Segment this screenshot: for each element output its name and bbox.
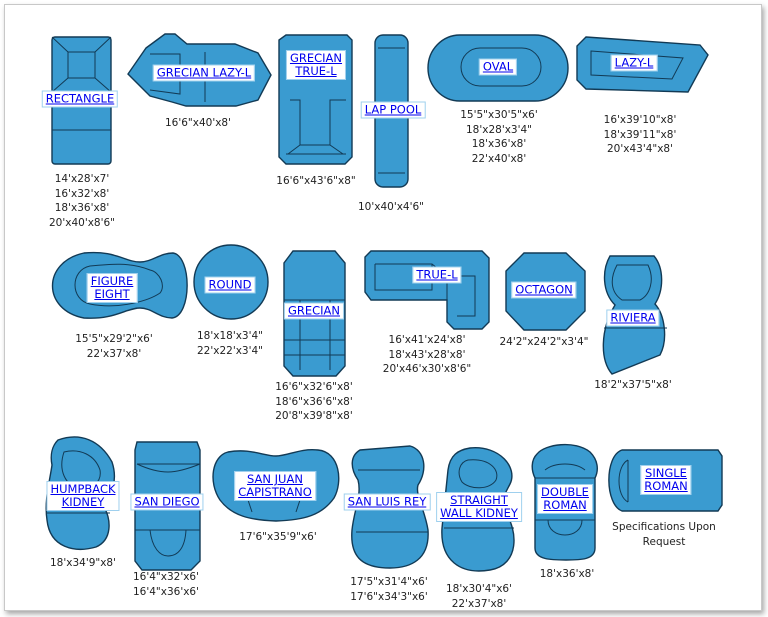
pool-specs-straight-wall-kidney: 18'x30'4"x6' 22'x37'x8' [446, 582, 512, 611]
spec-line: 24'2"x24'2"x3'4" [499, 336, 589, 348]
pool-label-riviera[interactable]: RIVIERA [606, 309, 660, 327]
spec-line: 20'x46'x30'x8'6" [382, 363, 472, 375]
pool-label-san-diego[interactable]: SAN DIEGO [130, 493, 204, 511]
pool-label-rectangle[interactable]: RECTANGLE [41, 90, 119, 108]
spec-line: 22'x37'x8' [86, 347, 142, 360]
spec-line: 17'6"x34'3"x6' [350, 590, 428, 603]
spec-line: 18'2"x37'5"x8' [594, 379, 672, 391]
spec-line: 15'5"x29'2"x6' [75, 333, 153, 345]
pool-specs-true-l: 16'x41'x24'x8' 18'x43'x28'x8' 20'x46'x30'x… [383, 333, 471, 377]
pool-specs-lap-pool: 10'x40'x4'6" [358, 200, 424, 215]
spec-line: 16'x41'x24'x8' [388, 334, 466, 346]
pool-label-san-juan-capistrano[interactable]: SAN JUAN CAPISTRANO [234, 471, 316, 501]
spec-line: 16'4"x36'x6' [133, 585, 199, 598]
spec-line: 18'x36'x8' [539, 568, 595, 580]
pool-label-true-l[interactable]: TRUE-L [412, 266, 462, 284]
pool-specs-san-luis-rey: 17'5"x31'4"x6' 17'6"x34'3"x6' [350, 575, 428, 604]
spec-line: 17'6"x35'9"x6' [239, 531, 317, 543]
spec-line: 18'x18'x3'4" [197, 330, 263, 342]
spec-line: 18'x30'4"x6' [446, 583, 512, 595]
pool-specs-double-roman: 18'x36'x8' [540, 567, 595, 582]
pool-specs-humpback-kidney: 18'x34'9"x8' [50, 556, 116, 571]
pool-specs-round: 18'x18'x3'4" 22'x22'x3'4" [197, 329, 263, 358]
pool-specs-oval: 15'5"x30'5"x6' 18'x28'x3'4" 18'x36'x8' 22'x… [460, 108, 538, 166]
pool-label-double-roman[interactable]: DOUBLE ROMAN [537, 484, 593, 514]
spec-line: 18'x28'x3'4" [465, 123, 532, 136]
spec-line: 10'x40'x4'6" [358, 201, 424, 213]
spec-line: 18'x39'11"x8' [603, 128, 677, 141]
spec-line: 16'6"x32'6"x8' [275, 381, 353, 393]
pool-specs-san-diego: 16'4"x32'x6' 16'4"x36'x6' [133, 570, 199, 599]
pool-specs-lazy-l: 16'x39'10"x8' 18'x39'11"x8' 20'x43'4"x8' [604, 113, 677, 157]
pool-label-lazy-l[interactable]: LAZY-L [610, 54, 658, 72]
spec-line: 18'x36'x8' [54, 202, 110, 214]
spec-line: 20'x40'x8'6" [49, 216, 115, 229]
pool-label-grecian-true-l[interactable]: GRECIAN TRUE-L [285, 50, 347, 80]
pool-specs-grecian: 16'6"x32'6"x8' 18'6"x36'6"x8' 20'8"x39'8"x… [275, 380, 353, 424]
pool-label-lap-pool[interactable]: LAP POOL [360, 101, 426, 119]
spec-line: 18'x43'x28'x8' [388, 348, 466, 361]
spec-line: 16'4"x32'x6' [133, 571, 199, 583]
pool-specs-rectangle: 14'x28'x7' 16'x32'x8' 18'x36'x8' 20'x40'x8'… [49, 172, 115, 230]
spec-line: 22'x40'x8' [471, 152, 527, 165]
pool-label-single-roman[interactable]: SINGLE ROMAN [640, 465, 692, 495]
spec-line: Specifications Upon [612, 521, 716, 533]
spec-line: Request [642, 535, 686, 548]
pool-specs-san-juan-capistrano: 17'6"x35'9"x6' [239, 530, 317, 545]
pool-specs-grecian-lazy-l: 16'6"x40'x8' [165, 116, 231, 131]
pool-specs-figure-eight: 15'5"x29'2"x6' 22'x37'x8' [75, 332, 153, 361]
spec-line: 20'x43'4"x8' [607, 143, 673, 155]
pool-specs-octagon: 24'2"x24'2"x3'4" [499, 335, 588, 350]
spec-line: 15'5"x30'5"x6' [460, 109, 538, 121]
true-l-pool-shape[interactable] [364, 250, 490, 330]
pool-specs-riviera: 18'2"x37'5"x8' [594, 378, 672, 393]
spec-line: 20'8"x39'8"x8' [275, 410, 353, 422]
spec-line: 22'x37'x8' [451, 597, 507, 610]
pool-label-grecian[interactable]: GRECIAN [283, 302, 345, 320]
pool-specs-grecian-true-l: 16'6"x43'6"x8" [276, 174, 355, 189]
spec-line: 16'6"x43'6"x8" [276, 175, 356, 187]
pool-label-humpback-kidney[interactable]: HUMPBACK KIDNEY [46, 481, 120, 511]
spec-line: 18'x36'x8' [471, 138, 527, 150]
spec-line: 14'x28'x7' [54, 173, 110, 185]
spec-line: 17'5"x31'4"x6' [350, 576, 428, 588]
pool-label-grecian-lazy-l[interactable]: GRECIAN LAZY-L [152, 64, 256, 82]
pool-label-straight-wall-kidney[interactable]: STRAIGHT WALL KIDNEY [436, 492, 522, 522]
spec-line: 18'x34'9"x8' [50, 557, 116, 569]
spec-line: 16'x32'x8' [54, 187, 110, 200]
spec-line: 16'6"x40'x8' [165, 117, 231, 129]
pool-label-oval[interactable]: OVAL [478, 58, 518, 76]
pool-label-figure-eight[interactable]: FIGURE EIGHT [86, 273, 138, 303]
pool-label-round[interactable]: ROUND [204, 276, 256, 294]
spec-line: 22'x22'x3'4" [197, 344, 263, 357]
pool-label-san-luis-rey[interactable]: SAN LUIS REY [343, 493, 431, 511]
spec-line: 16'x39'10"x8' [603, 114, 677, 126]
pool-label-octagon[interactable]: OCTAGON [511, 281, 577, 299]
spec-line: 18'6"x36'6"x8' [275, 395, 353, 408]
